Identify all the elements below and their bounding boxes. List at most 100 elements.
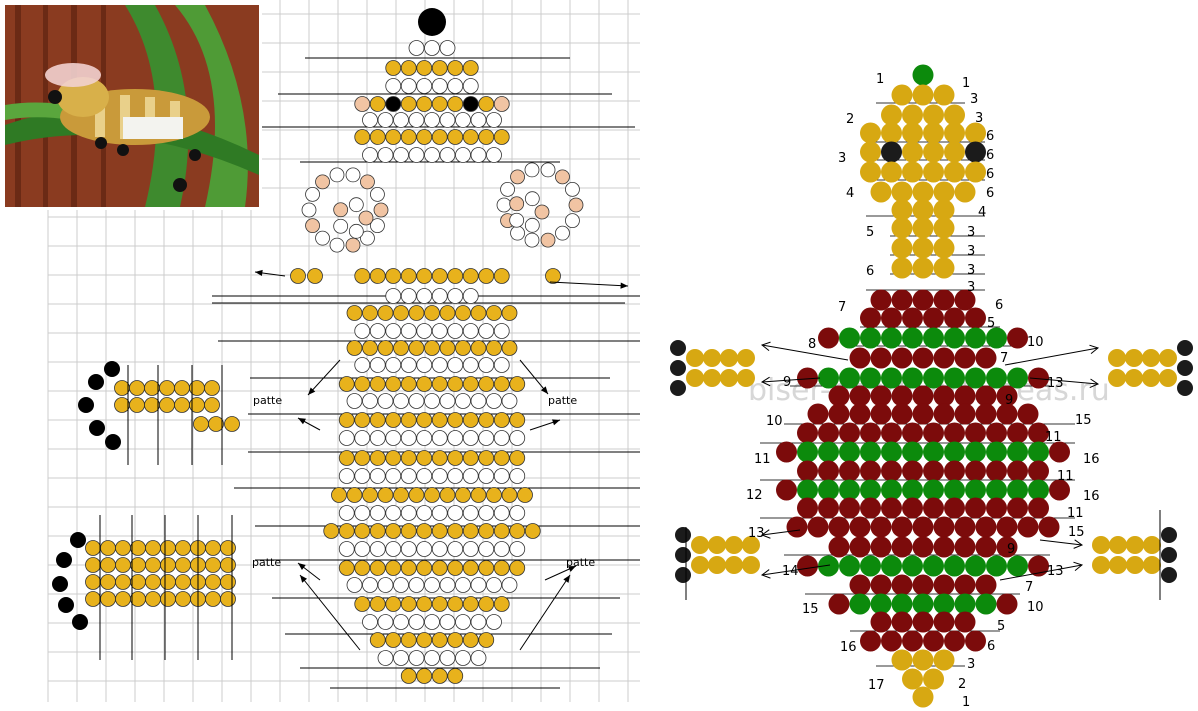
bead [440,578,455,593]
bead [479,524,494,539]
bead [409,148,424,163]
bead [494,431,509,446]
bead [432,358,447,373]
bead [409,341,424,356]
bead [363,148,378,163]
bead [370,324,385,339]
row-number-right: 4 [978,205,986,220]
bead [463,324,478,339]
bead [525,192,539,206]
bead [401,542,416,557]
bead [1143,556,1161,574]
bead [355,561,370,576]
bead [860,162,881,183]
bead [355,506,370,521]
bead [160,398,175,413]
bead [546,269,561,284]
bead [425,41,440,56]
bead [161,541,176,556]
bead [1159,349,1177,367]
bead [913,348,934,369]
bead [479,597,494,612]
bead [829,517,850,538]
bead [965,328,986,349]
row-number-right: 6 [986,186,994,201]
bead [206,558,221,573]
row-number-right: 5 [987,316,995,331]
bead [1161,567,1177,583]
bead [417,61,432,76]
bead [355,324,370,339]
bead [88,374,104,390]
left-bee-pattern [291,8,584,684]
bead [976,575,997,596]
bead [860,142,881,163]
bead [471,341,486,356]
bead [494,413,509,428]
bead [510,431,525,446]
patte-label: patte [253,394,282,407]
bead [176,558,191,573]
bead [737,369,755,387]
bead [221,575,236,590]
bead [471,651,486,666]
bead [742,556,760,574]
bead [923,631,944,652]
bead [347,341,362,356]
bead [448,561,463,576]
bead [986,461,1007,482]
bead [386,431,401,446]
bead [871,537,892,558]
bead [131,592,146,607]
bead [487,148,502,163]
row-number-left: 16 [840,640,857,655]
bead [494,324,509,339]
bead [463,451,478,466]
thread-arrow [550,282,628,286]
bead [494,561,509,576]
bead [670,380,686,396]
bead [1007,423,1028,444]
bead [923,480,944,501]
bead [902,105,923,126]
bead [471,113,486,128]
bead [440,306,455,321]
bead [347,306,362,321]
bead [913,517,934,538]
bead [703,369,721,387]
bead [860,442,881,463]
bead [881,123,902,144]
bead [479,542,494,557]
bead [902,123,923,144]
bead [850,594,871,615]
bead [797,461,818,482]
bead [494,97,509,112]
bead [432,289,447,304]
bead [944,368,965,389]
row-number-right: 6 [987,639,995,654]
bead [965,442,986,463]
bead [871,290,892,311]
bead [913,386,934,407]
bead [892,348,913,369]
bead [339,542,354,557]
bead [370,97,385,112]
bead [355,269,370,284]
bead [892,612,913,633]
bead [986,442,1007,463]
bead [101,575,116,590]
bead [146,558,161,573]
bead [360,175,374,189]
bead [986,498,1007,519]
bead [871,348,892,369]
bead [934,575,955,596]
bead [206,541,221,556]
bead [370,451,385,466]
bead [401,469,416,484]
bead [555,170,569,184]
bead [1018,404,1039,425]
bead [479,413,494,428]
bead [839,442,860,463]
row-number-left: 2 [846,112,854,127]
bead [417,358,432,373]
